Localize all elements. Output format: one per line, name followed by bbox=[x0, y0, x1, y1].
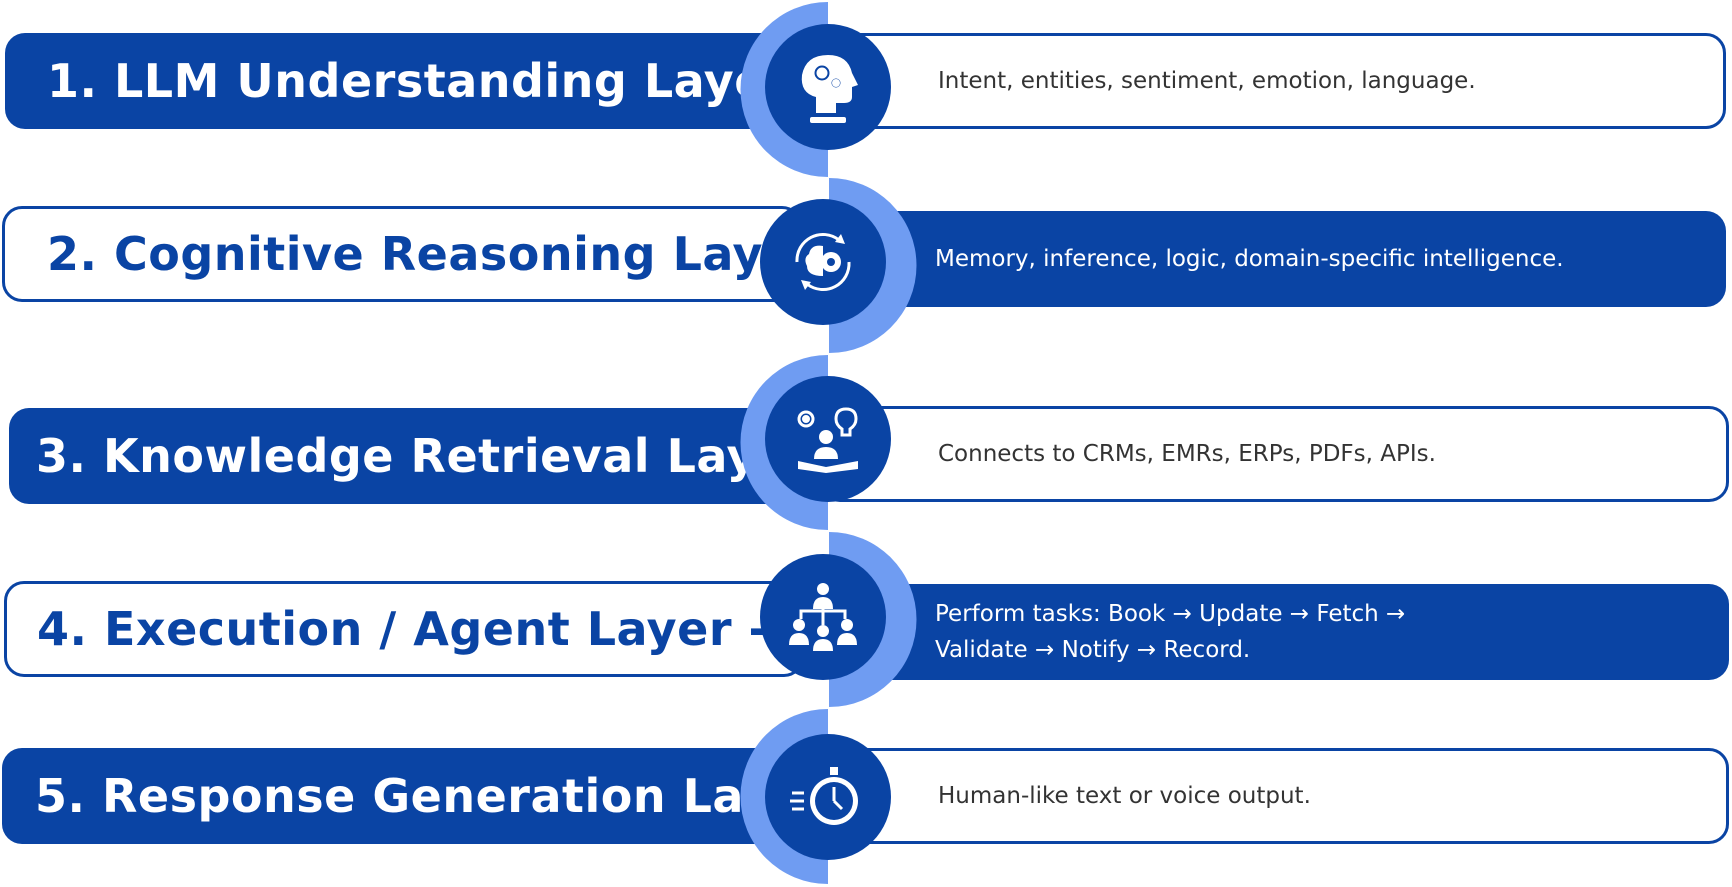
layer-row-5: 5. Response Generation Layer Human-like … bbox=[0, 748, 1732, 858]
layer-5-description-pill: Human-like text or voice output. bbox=[820, 748, 1729, 844]
layer-1-icon-circle bbox=[765, 24, 891, 150]
layer-5-description: Human-like text or voice output. bbox=[938, 783, 1311, 809]
layer-3-description-pill: Connects to CRMs, EMRs, ERPs, PDFs, APIs… bbox=[820, 406, 1729, 502]
layer-4-icon-circle bbox=[760, 554, 886, 680]
layer-3-icon-circle bbox=[765, 376, 891, 502]
layer-3-title-pill: 3. Knowledge Retrieval Layer bbox=[9, 408, 809, 504]
layer-1-title: 1. LLM Understanding Layer - bbox=[47, 54, 805, 108]
layer-5-title-pill: 5. Response Generation Layer bbox=[2, 748, 802, 844]
layer-5-icon-circle bbox=[765, 734, 891, 860]
ai-head-gears-icon bbox=[801, 55, 858, 123]
layer-1-description: Intent, entities, sentiment, emotion, la… bbox=[938, 68, 1476, 94]
brain-gear-cycle-icon bbox=[795, 232, 851, 292]
layer-1-description-pill: Intent, entities, sentiment, emotion, la… bbox=[820, 33, 1726, 129]
layer-2-title: 2. Cognitive Reasoning Layer bbox=[47, 227, 802, 281]
layer-4-description-pill: Perform tasks: Book → Update → Fetch → V… bbox=[820, 584, 1729, 680]
layer-1-title-pill: 1. LLM Understanding Layer - bbox=[5, 33, 805, 129]
layer-2-description: Memory, inference, logic, domain-specifi… bbox=[935, 246, 1564, 272]
layer-row-1: 1. LLM Understanding Layer - Intent, ent… bbox=[0, 30, 1732, 140]
layer-5-title: 5. Response Generation Layer bbox=[35, 769, 802, 823]
layer-4-title: 4. Execution / Agent Layer --- bbox=[37, 602, 804, 656]
layer-row-3: 3. Knowledge Retrieval Layer Connects to… bbox=[0, 406, 1732, 516]
team-hierarchy-icon bbox=[789, 583, 857, 651]
layer-row-4: 4. Execution / Agent Layer --- Perform t… bbox=[0, 580, 1732, 690]
layer-2-title-pill: 2. Cognitive Reasoning Layer bbox=[2, 206, 802, 302]
layer-4-title-pill: 4. Execution / Agent Layer --- bbox=[4, 581, 804, 677]
layer-2-description-pill: Memory, inference, logic, domain-specifi… bbox=[820, 211, 1726, 307]
layer-row-2: 2. Cognitive Reasoning Layer Memory, inf… bbox=[0, 206, 1732, 316]
reader-gear-bulb-icon bbox=[797, 407, 858, 473]
stopwatch-icon bbox=[790, 767, 858, 825]
layer-4-description: Perform tasks: Book → Update → Fetch → V… bbox=[935, 601, 1406, 663]
layer-2-icon-circle bbox=[760, 199, 886, 325]
layer-3-description: Connects to CRMs, EMRs, ERPs, PDFs, APIs… bbox=[938, 441, 1436, 467]
layer-3-title: 3. Knowledge Retrieval Layer bbox=[36, 429, 809, 483]
